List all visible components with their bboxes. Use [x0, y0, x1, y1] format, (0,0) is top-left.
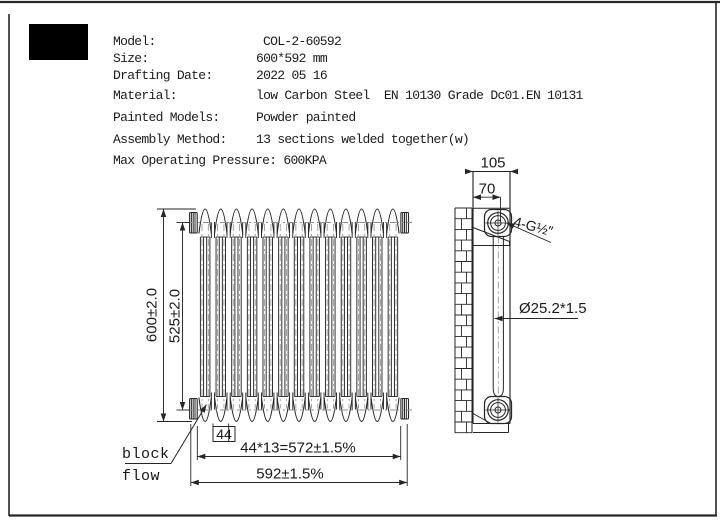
block-flow-callout-line2: flow — [122, 468, 161, 485]
dim-center-height-label: 525±2.0 — [166, 288, 184, 344]
spec-label: Size: — [113, 51, 149, 66]
leader-lines — [125, 222, 578, 464]
spec-inline-row: Max Operating Pressure: 600KPA — [113, 153, 327, 169]
radiator-side-view — [472, 172, 513, 433]
dim-overall-width-label: 592±1.5% — [256, 465, 324, 483]
spec-label: Material: — [113, 88, 178, 103]
dim-wall-to-center-label: 70 — [478, 180, 496, 198]
spec-value: Powder painted — [256, 110, 356, 125]
spec-label: Painted Models: — [113, 110, 220, 125]
brand-logo-block — [29, 24, 88, 60]
dim-section-width-label: 44 — [216, 426, 232, 442]
dim-overall-height-label: 600±2.0 — [143, 287, 161, 343]
spec-label: Model: — [113, 34, 156, 49]
spec-value: 600*592 mm — [256, 51, 328, 66]
spec-value: 600KPA — [283, 153, 326, 168]
spec-value: 13 sections welded together(w) — [256, 132, 470, 147]
dim-sections-total-label: 44*13=572±1.5% — [240, 439, 356, 457]
tube-diameter-label: Ø25.2*1.5 — [519, 300, 587, 317]
spec-value: COL-2-60592 — [263, 34, 342, 49]
spec-label: Assembly Method: — [113, 132, 227, 147]
wall-brick-hatch — [454, 207, 473, 434]
spec-label: Drafting Date: — [113, 68, 213, 83]
spec-label: Max Operating Pressure: — [113, 153, 277, 168]
block-flow-callout-line1: block — [122, 446, 170, 463]
side-view-dimensions — [465, 168, 518, 222]
front-view-dimensions — [157, 208, 408, 486]
radiator-front-view — [186, 208, 412, 422]
spec-value: 2022 05 16 — [256, 68, 328, 83]
spec-value: low Carbon Steel EN 10130 Grade Dc01.EN … — [256, 88, 583, 103]
dim-depth-label: 105 — [480, 154, 506, 172]
